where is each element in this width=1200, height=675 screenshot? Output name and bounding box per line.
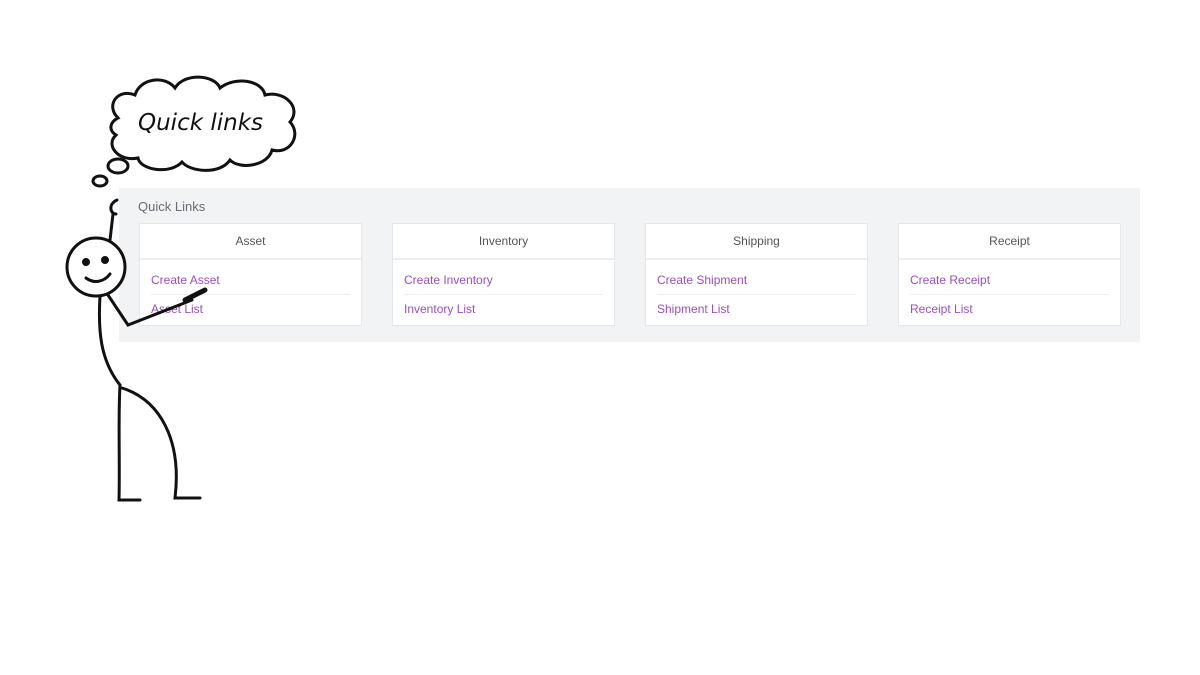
inventory-list-link[interactable]: Inventory List — [404, 302, 476, 316]
card-inventory: Inventory Create Inventory Inventory Lis… — [392, 223, 615, 326]
card-header: Inventory — [393, 224, 614, 260]
card-header: Asset — [140, 224, 361, 260]
card-header: Receipt — [899, 224, 1120, 260]
thought-bubble-icon — [109, 75, 297, 172]
create-receipt-link[interactable]: Create Receipt — [910, 266, 1109, 295]
create-shipment-link[interactable]: Create Shipment — [657, 266, 856, 295]
card-asset: Asset Create Asset Asset List — [139, 223, 362, 326]
thought-bubble-text: Quick links — [138, 110, 264, 136]
create-asset-link[interactable]: Create Asset — [151, 266, 350, 295]
card-receipt: Receipt Create Receipt Receipt List — [898, 223, 1121, 326]
create-inventory-link[interactable]: Create Inventory — [404, 266, 603, 295]
quick-links-panel: Quick Links Asset Create Asset Asset Lis… — [119, 188, 1140, 342]
receipt-list-link[interactable]: Receipt List — [910, 302, 973, 316]
head-icon — [65, 236, 127, 298]
card-shipping: Shipping Create Shipment Shipment List — [645, 223, 868, 326]
panel-title: Quick Links — [138, 199, 206, 214]
shipment-list-link[interactable]: Shipment List — [657, 302, 730, 316]
card-header: Shipping — [646, 224, 867, 260]
